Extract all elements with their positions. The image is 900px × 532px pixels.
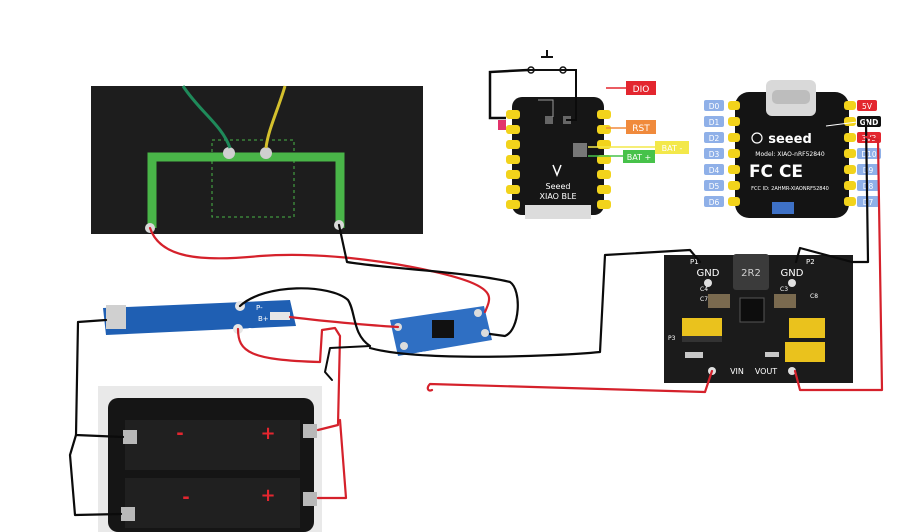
nrf-pin-d4: D4 [709,166,720,175]
nrf-pin-d8: D8 [863,182,874,191]
pin-tag-rst [626,120,656,134]
voltage-regulator-board: 2R2 P1 P2 GND GND C4 C7 C3 C8 P3 VIN VOU… [664,254,853,383]
wire-black-charger-holder [324,345,371,381]
nrf-cert: FC CE [749,162,803,182]
wire-black-reg-gnd [794,120,870,264]
nrf-pin-5v: 5V [862,102,873,111]
nrf-pin-gnd: GND [860,118,879,127]
left-castellated-pins [506,110,520,209]
wire-red-bms-pplus [236,326,342,432]
nrf-pin-d3: D3 [709,150,720,159]
nrf-pin-d9: D9 [863,166,874,175]
inductor [733,254,769,290]
cap-c7: C7 [700,296,708,303]
wire-black-bms-pminus [238,287,372,348]
bms-p-minus: P- [256,304,263,312]
reg-vin: VIN [730,367,744,376]
pin-tag-bat-minus-text: BAT - [662,144,683,153]
bms-p-plus: P+ [248,327,258,335]
pin-tag-bat-plus-text: BAT + [627,153,651,162]
holder-minus-bottom: - [182,487,189,508]
cap-c8: C8 [810,293,818,300]
xiao-nrf52840-board: seeed Model: XIAO-nRF52840 FC CE FCC ID:… [704,80,881,218]
cap-c3: C3 [780,286,788,293]
holder-plus-top: + [260,423,275,444]
holder-minus-top: - [176,423,183,444]
nrf-pin-d6: D6 [709,198,720,207]
wire-red-vin [426,369,714,394]
bms-board: P- B+ P+ [103,300,296,335]
inductor-label: 2R2 [741,268,761,279]
wire-red-3v3 [793,135,884,392]
nrf-fcc-id: FCC ID: 2AHMR-XIAONRF52840 [751,186,829,192]
seeed-logo-icon [751,132,763,144]
wire-red-pad [148,226,491,314]
xiao-ble-board: Seeed XIAO BLE DIO RST BAT - BAT + [488,50,689,219]
nrf-pin-d10: D10 [861,150,877,159]
pin-tag-dio [626,81,656,95]
bms-b-plus: B+ [258,315,269,323]
reg-p3: P3 [668,335,676,342]
holder-plus-bottom: + [260,485,275,506]
battery-holder: - + - + [98,386,322,532]
sensor-pad-board [91,85,423,234]
wire-black-holder-minus [68,433,123,517]
regulator-ic [739,297,765,323]
wire-red-bms-charger [288,315,400,329]
xiao-ble-model: XIAO BLE [539,192,576,201]
reg-p1: P1 [690,258,699,266]
nrf-model: Model: XIAO-nRF52840 [755,151,825,158]
nrf-left-pin-labels: D0 D1 D2 D3 D4 D5 D6 [704,100,724,207]
cap-c4: C4 [700,286,708,293]
nrf-pin-d0: D0 [709,102,720,111]
nrf-pin-d1: D1 [709,118,720,127]
reg-p2: P2 [806,258,815,266]
nrf-logo: seeed [768,132,812,147]
reg-vout: VOUT [755,367,777,376]
push-button-icon [527,50,567,74]
wire-black-charger-reg [368,248,702,358]
seeed-logo-icon [552,164,562,178]
xiao-ble-brand: Seeed [546,182,571,191]
pin-tag-dio-text: DIO [633,85,650,95]
reg-gnd-right: GND [781,268,804,279]
wire-red-holder-plus [316,418,348,500]
wire-black-pad [337,223,519,338]
nrf-pin-d2: D2 [709,134,720,143]
charger-module: TC4056 [390,306,492,359]
wires [68,120,884,517]
wire-black-bms-holder [74,318,125,439]
reg-gnd-left: GND [697,268,720,279]
pin-tag-bat-plus [623,150,655,163]
charger-silk: TC4056 [417,349,440,359]
pin-tag-rst-text: RST [632,124,650,134]
nrf-pin-d5: D5 [709,182,720,191]
pin-tag-bat-minus [655,141,689,154]
